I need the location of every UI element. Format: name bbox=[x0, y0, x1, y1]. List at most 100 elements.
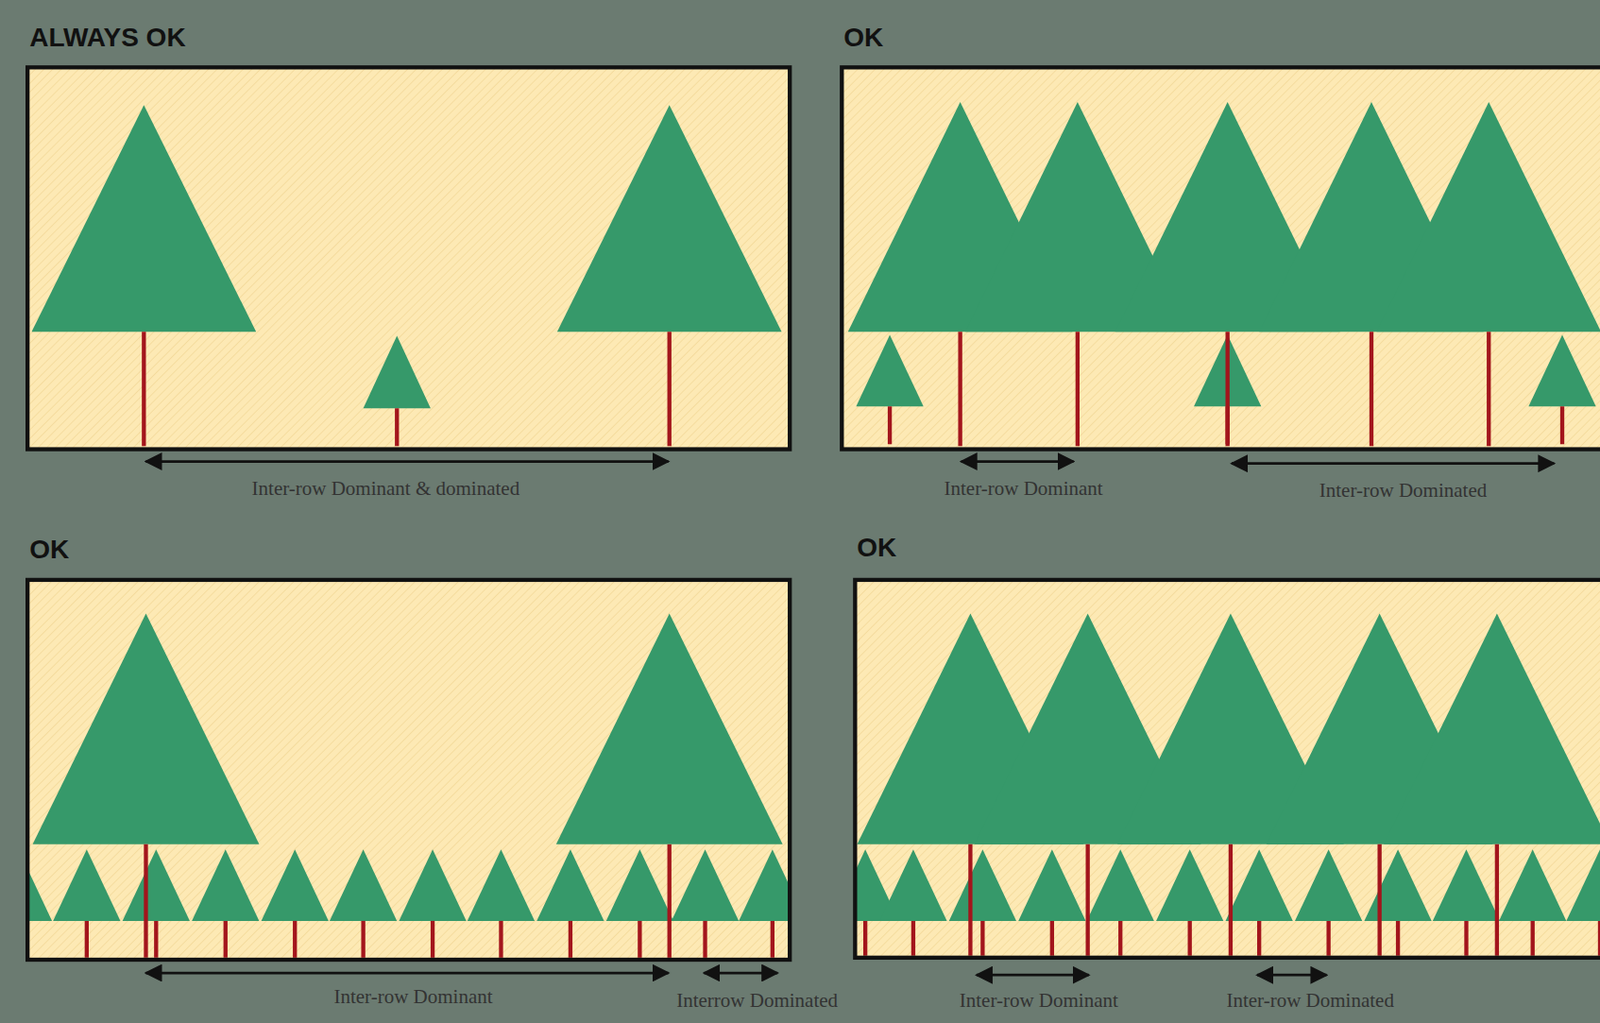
dominated-trunk bbox=[394, 408, 399, 446]
panel-border bbox=[27, 579, 790, 960]
dominated-crown bbox=[52, 849, 120, 921]
trees bbox=[854, 613, 1600, 956]
spacing-label: Interrow Dominated bbox=[676, 988, 838, 1013]
dominant-trunk bbox=[143, 844, 148, 958]
dominated-trunk bbox=[1050, 920, 1055, 956]
dominated-crown bbox=[855, 335, 923, 408]
panel-ground bbox=[27, 67, 790, 449]
dominant-trunk bbox=[1369, 331, 1374, 446]
dominated-trunk bbox=[637, 920, 642, 958]
dominated-trunk bbox=[568, 920, 573, 958]
dominated-crown bbox=[1363, 849, 1431, 921]
dominated-trunk bbox=[153, 920, 158, 958]
dominant-trunk bbox=[1495, 844, 1499, 956]
dominated-trunk bbox=[85, 920, 89, 958]
dominated-trunk bbox=[223, 920, 228, 958]
spacing-label: Inter-row Dominant bbox=[944, 476, 1104, 501]
dominated-crown bbox=[1498, 849, 1566, 921]
dominated-trunk bbox=[911, 920, 916, 956]
dominated-crown bbox=[1156, 849, 1224, 921]
dominated-trunk bbox=[863, 920, 868, 956]
dominated-trunk bbox=[1531, 920, 1535, 956]
dominant-trunk bbox=[1377, 844, 1381, 956]
panel-ground bbox=[27, 579, 790, 960]
dominated-crown bbox=[949, 849, 1017, 921]
dominated-crown bbox=[261, 849, 329, 921]
trees bbox=[27, 613, 790, 958]
panel: OK bbox=[27, 579, 790, 960]
dominant-trunk bbox=[968, 844, 972, 956]
dominated-crown bbox=[1087, 849, 1155, 921]
dominated-trunk bbox=[1326, 920, 1330, 956]
spacing-label: Inter-row Dominated bbox=[1225, 988, 1394, 1013]
dominated-trunk bbox=[770, 920, 775, 958]
panel-heading: OK bbox=[843, 22, 884, 53]
dominated-crown bbox=[27, 849, 52, 921]
dominant-trunk bbox=[1075, 331, 1080, 446]
panel-border bbox=[854, 579, 1600, 958]
dominated-crown bbox=[1565, 849, 1600, 921]
dominated-crown bbox=[671, 849, 739, 921]
spacing-arrow bbox=[976, 973, 1090, 977]
panel-ground bbox=[841, 67, 1600, 449]
spacing-arrow bbox=[703, 971, 778, 975]
dominated-trunk bbox=[702, 920, 707, 958]
spacing-label: Inter-row Dominant & dominated bbox=[252, 476, 521, 501]
dominated-trunk bbox=[1118, 920, 1123, 956]
dominant-trunk bbox=[1225, 331, 1230, 446]
spacing-arrow bbox=[1257, 973, 1327, 977]
dominated-trunk bbox=[1598, 920, 1600, 956]
dominated-trunk bbox=[1560, 406, 1565, 444]
dominated-trunk bbox=[887, 406, 892, 444]
spacing-label: Inter-row Dominant bbox=[333, 985, 493, 1009]
panel-heading: OK bbox=[29, 534, 69, 565]
dominated-crown bbox=[738, 849, 790, 921]
dominated-crown bbox=[398, 849, 466, 921]
dominated-trunk bbox=[292, 920, 297, 958]
dominant-crown bbox=[31, 104, 256, 332]
dominated-trunk bbox=[1257, 920, 1261, 956]
spacing-arrow bbox=[1231, 461, 1554, 465]
dominated-trunk bbox=[430, 920, 435, 958]
panel-heading: OK bbox=[856, 532, 897, 563]
panel-heading: ALWAYS OK bbox=[29, 22, 186, 53]
dominated-crown bbox=[1018, 849, 1086, 921]
spacing-label: Inter-row Dominant bbox=[959, 988, 1119, 1013]
dominated-crown bbox=[191, 849, 259, 921]
trees bbox=[848, 102, 1600, 446]
dominated-crown bbox=[467, 849, 535, 921]
dominated-crown bbox=[879, 849, 947, 921]
panel: OK bbox=[841, 67, 1600, 449]
dominated-crown bbox=[1528, 335, 1596, 408]
dominated-crown bbox=[1432, 849, 1500, 921]
dominated-trunk bbox=[1463, 920, 1468, 956]
spacing-label: Inter-row Dominated bbox=[1319, 478, 1487, 503]
dominated-crown bbox=[536, 849, 604, 921]
dominant-crown bbox=[1383, 613, 1600, 845]
dominant-trunk bbox=[957, 331, 962, 446]
panel-border bbox=[841, 67, 1600, 449]
dominated-trunk bbox=[498, 920, 503, 958]
dominant-trunk bbox=[1228, 844, 1233, 956]
dominant-trunk bbox=[1086, 844, 1090, 956]
panel-ground bbox=[854, 579, 1600, 958]
dominated-crown bbox=[1294, 849, 1362, 921]
dominated-crown bbox=[329, 849, 397, 921]
dominant-crown bbox=[556, 613, 783, 845]
dominant-crown bbox=[33, 613, 260, 845]
dominant-crown bbox=[557, 104, 783, 332]
panel: ALWAYS OK bbox=[27, 67, 790, 449]
panel-border bbox=[27, 67, 790, 449]
dominated-crown bbox=[122, 849, 190, 921]
dominated-trunk bbox=[360, 920, 365, 958]
dominated-trunk bbox=[1188, 920, 1192, 956]
dominant-crown bbox=[1376, 102, 1600, 332]
spacing-arrow bbox=[145, 971, 668, 975]
dominated-crown bbox=[363, 336, 431, 409]
dominated-trunk bbox=[980, 920, 985, 956]
dominant-trunk bbox=[141, 331, 146, 446]
spacing-arrow bbox=[961, 459, 1074, 463]
panel: OK bbox=[854, 579, 1600, 958]
dominant-trunk bbox=[667, 331, 672, 446]
